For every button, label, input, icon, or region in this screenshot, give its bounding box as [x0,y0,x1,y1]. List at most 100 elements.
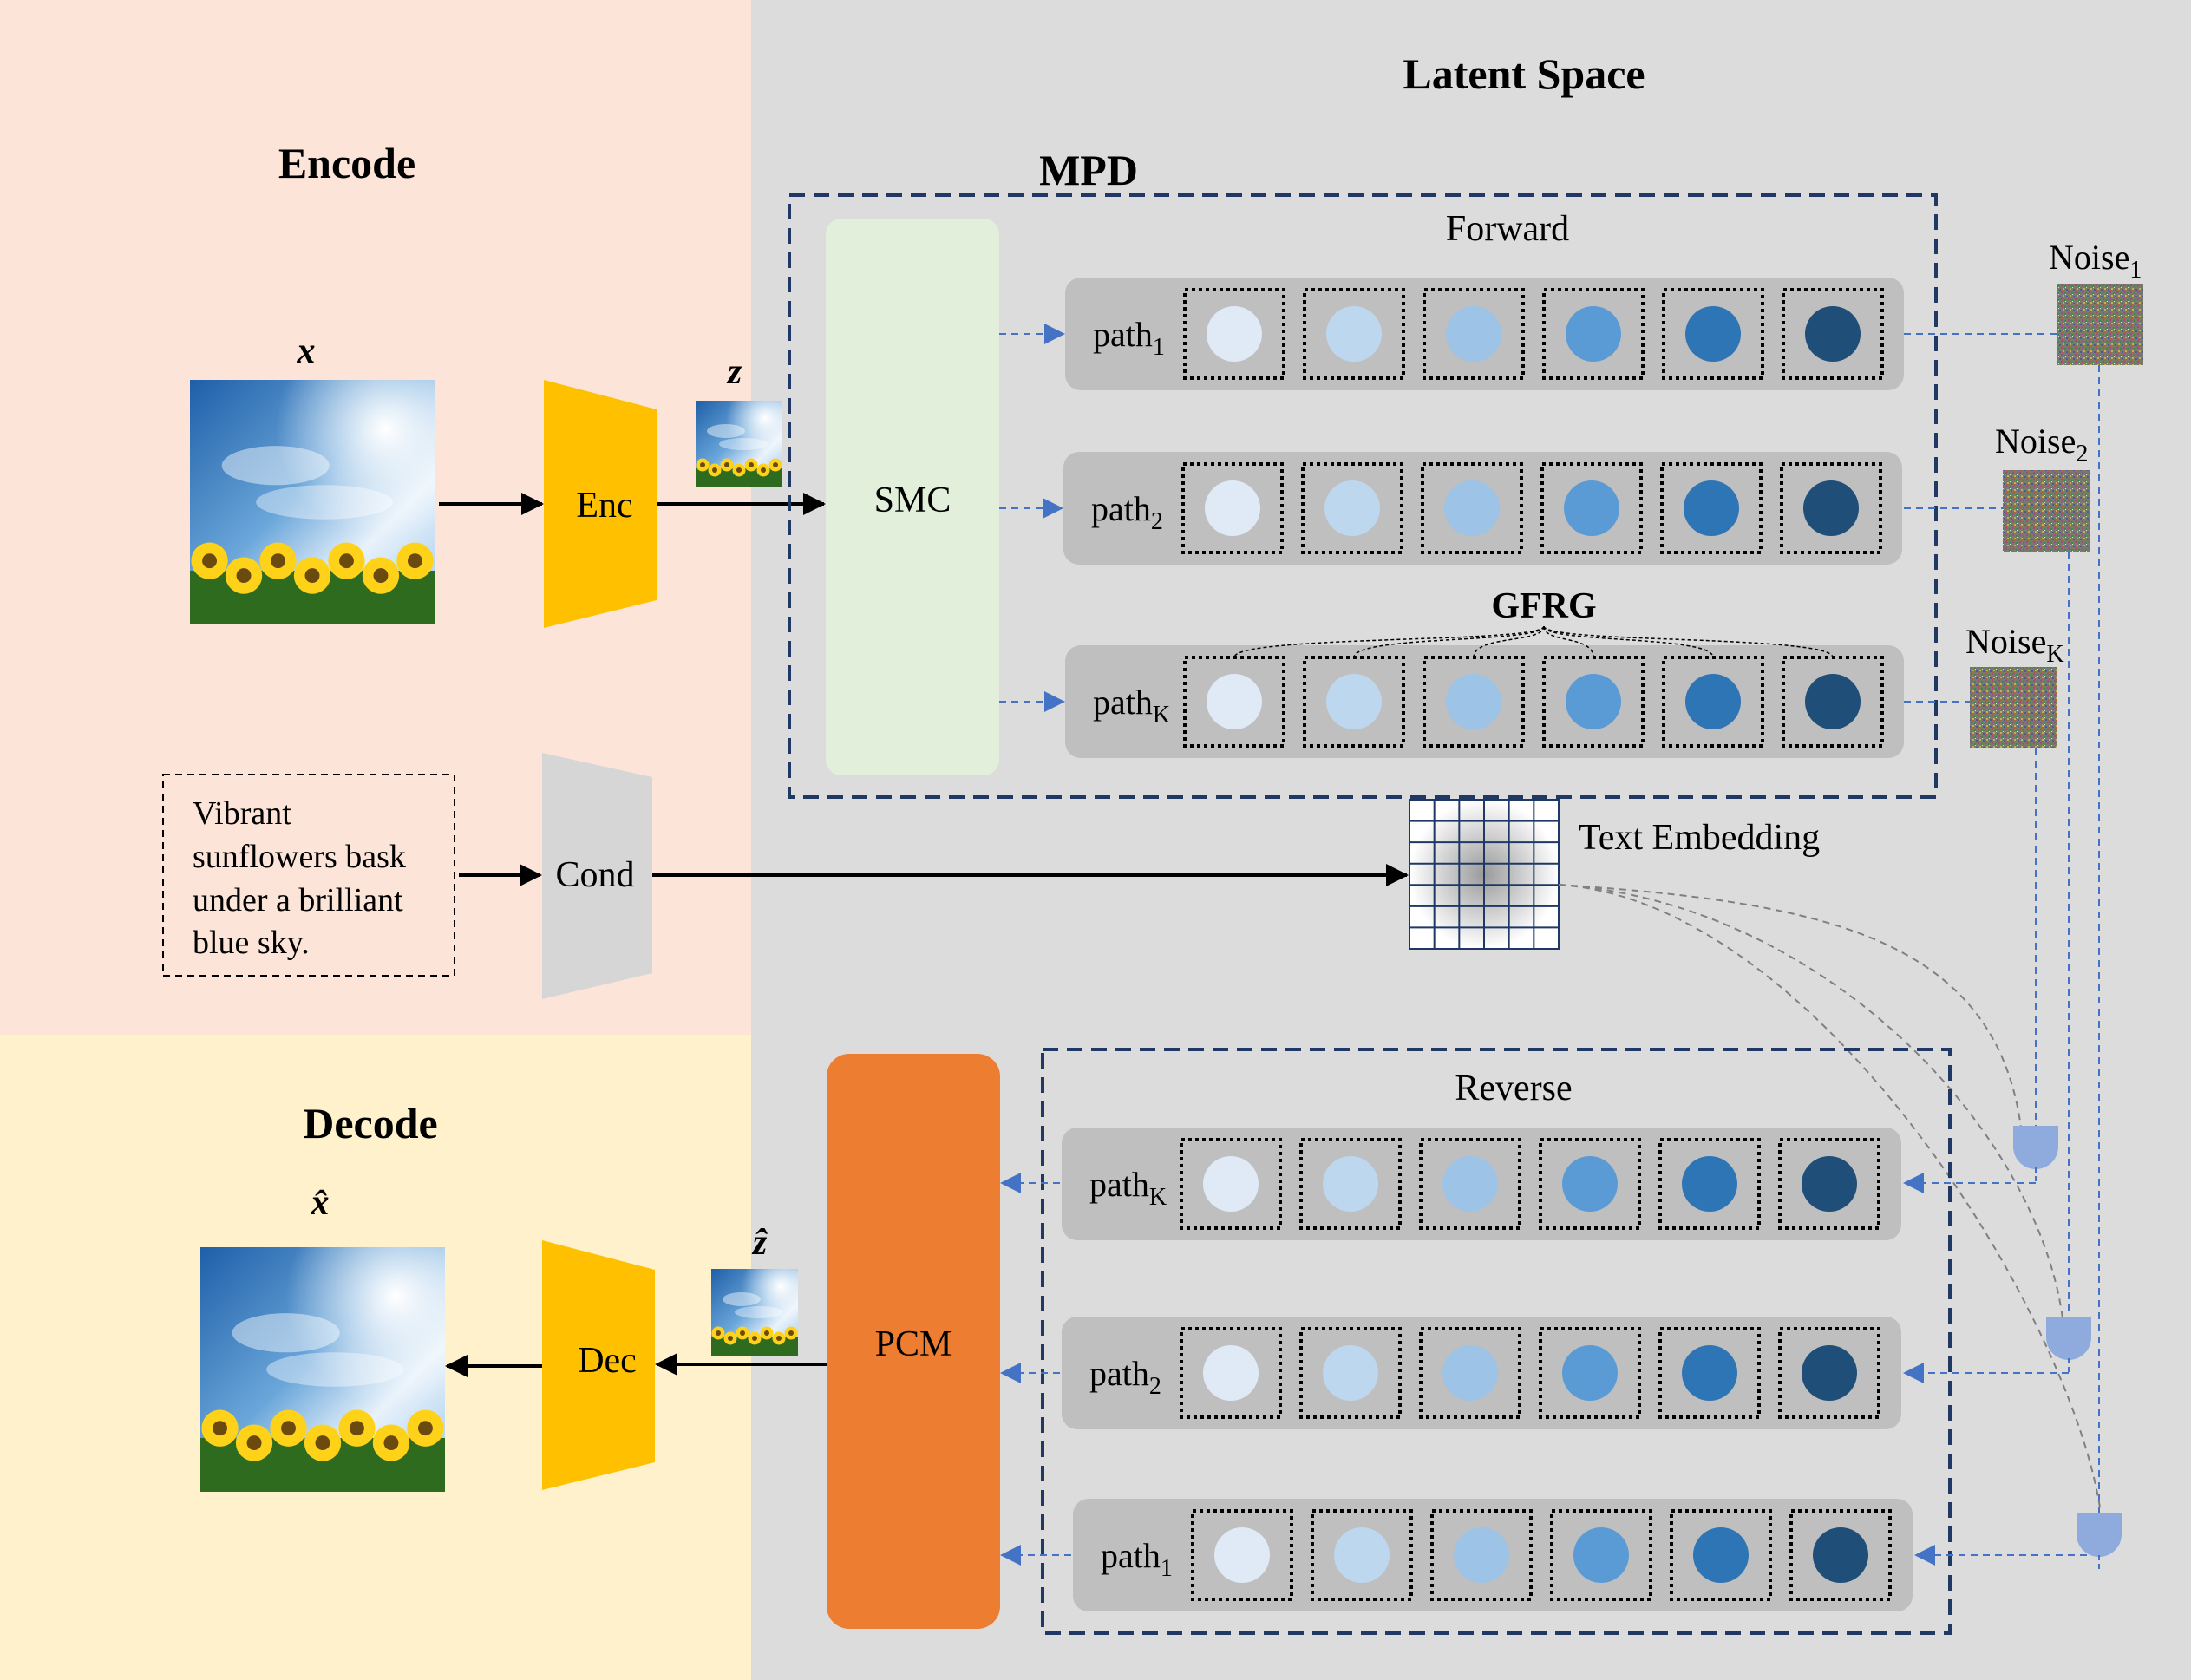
state-circle [1562,1345,1618,1401]
encoder-block [544,380,657,628]
latent-z-image [696,401,782,487]
reverse-path-row: path2 [1062,1317,1901,1429]
state-circle [1442,1345,1498,1401]
path-subscript: 2 [1151,508,1163,535]
cond-block [542,753,652,999]
combine-gate [2046,1317,2091,1360]
state-circle [1207,674,1262,729]
decoder-label: Dec [578,1341,637,1381]
prompt-line-3: under a brilliant [193,882,403,918]
forward-path-row: pathK [1065,645,1904,758]
state-circle [1802,1156,1857,1212]
mpd-frame [788,193,1938,799]
state-circle [1334,1527,1390,1583]
combine-gate [2013,1126,2058,1169]
decoder-block [542,1240,655,1490]
step-cell [1658,1327,1761,1419]
prompt-line-2: sunflowers bask [193,839,406,875]
state-circle [1566,306,1621,362]
embedding-curve [1558,884,2102,1514]
step-cell [1299,1327,1402,1419]
step-cell [1183,656,1285,748]
state-circle [1323,1345,1378,1401]
latent-z-hat-image [711,1269,798,1356]
state-circle [1682,1156,1737,1212]
step-cell [1299,1138,1402,1230]
state-circle [1444,480,1500,536]
state-circle [1693,1527,1749,1583]
state-circle [1442,1156,1498,1212]
mpd-label: MPD [1039,146,1138,194]
path-subscript: 1 [1161,1555,1173,1582]
gfrg-link [1543,625,1594,658]
step-cell [1658,1138,1761,1230]
state-circle [1685,306,1741,362]
step-cell [1539,1327,1641,1419]
path-subscript: 1 [1153,334,1165,361]
noise-subscript: 2 [2076,441,2088,467]
symbol-z-hat: ẑ [751,1223,768,1263]
step-cell [1191,1509,1293,1601]
step-cell [1183,288,1285,380]
gfrg-link [1353,625,1545,658]
state-circle [1684,480,1739,536]
step-cell [1660,462,1763,554]
step-cell [1419,1138,1521,1230]
encode-title: Encode [278,139,415,187]
cond-label: Cond [555,855,634,895]
prompt-line-4: blue sky. [193,925,310,961]
text-embedding-label: Text Embedding [1579,818,1820,858]
step-cell [1430,1509,1533,1601]
step-cell [1539,1138,1641,1230]
step-cell [1423,288,1525,380]
pcm-block [827,1054,1000,1629]
step-cell [1181,462,1284,554]
state-circle [1805,306,1861,362]
state-circle [1446,306,1501,362]
step-cell [1550,1509,1652,1601]
noise-label: Noise2 [1995,422,2088,467]
noise-image [2057,284,2143,365]
state-circle [1685,674,1741,729]
prompt-box [162,774,455,977]
noise-image [1970,667,2057,748]
forward-title: Forward [1446,209,1569,249]
step-cell [1662,288,1764,380]
step-cell [1782,288,1884,380]
state-circle [1324,480,1380,536]
noise-condition-gates [2013,1126,2122,1571]
state-circle [1203,1156,1259,1212]
symbol-z: z [726,352,742,392]
state-circle [1802,1345,1857,1401]
state-circle [1203,1345,1259,1401]
state-circle [1205,480,1260,536]
text-embedding-grid [1409,799,1560,950]
input-image [190,380,435,624]
noise-label: NoiseK [1965,622,2064,668]
gfrg-link [1473,625,1545,658]
state-circle [1803,480,1859,536]
latent-space-title: Latent Space [1403,49,1645,98]
symbol-x: x [297,331,316,371]
prompt-line-1: Vibrant [193,795,291,832]
embedding-curve [1558,884,2063,1319]
state-circle [1454,1527,1509,1583]
step-cell [1180,1138,1282,1230]
step-cell [1303,288,1405,380]
state-circle [1564,480,1619,536]
state-circle [1214,1527,1270,1583]
state-circle [1682,1345,1737,1401]
output-image [200,1247,445,1492]
state-circle [1805,674,1861,729]
pcm-label: PCM [875,1324,952,1364]
gfrg-link [1543,625,1834,658]
step-cell [1670,1509,1772,1601]
combine-gate [2077,1513,2122,1557]
noise-image [2003,470,2090,552]
noise-subscript: K [2046,641,2063,668]
path-subscript: K [1153,702,1170,729]
